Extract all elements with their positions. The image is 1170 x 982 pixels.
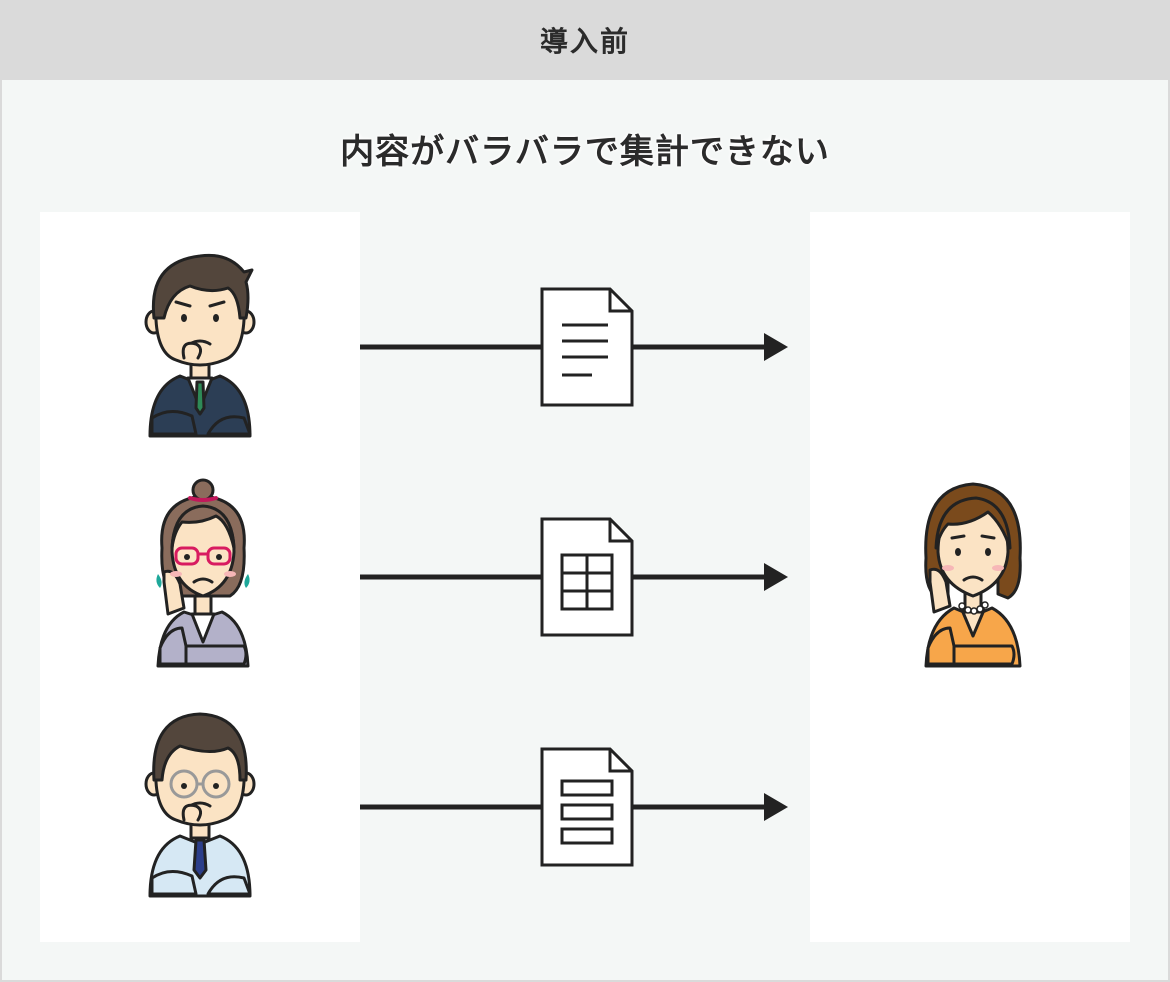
header-title: 導入前 [539,25,630,58]
businesswoman-glasses-worried-icon [156,478,250,668]
headline: 内容がバラバラで集計できない [340,132,830,172]
businessman-thinking-icon [144,253,256,438]
header-bar: 導入前 [0,0,1170,80]
text-document-icon [540,287,634,407]
form-document-icon [540,747,634,867]
flow-arrow-2 [360,517,788,637]
flow-arrow-1 [360,287,788,407]
woman-troubled-icon [924,482,1022,668]
man-glasses-thinking-icon [144,712,256,898]
flow-arrow-3 [360,747,788,867]
spreadsheet-document-icon [540,517,634,637]
